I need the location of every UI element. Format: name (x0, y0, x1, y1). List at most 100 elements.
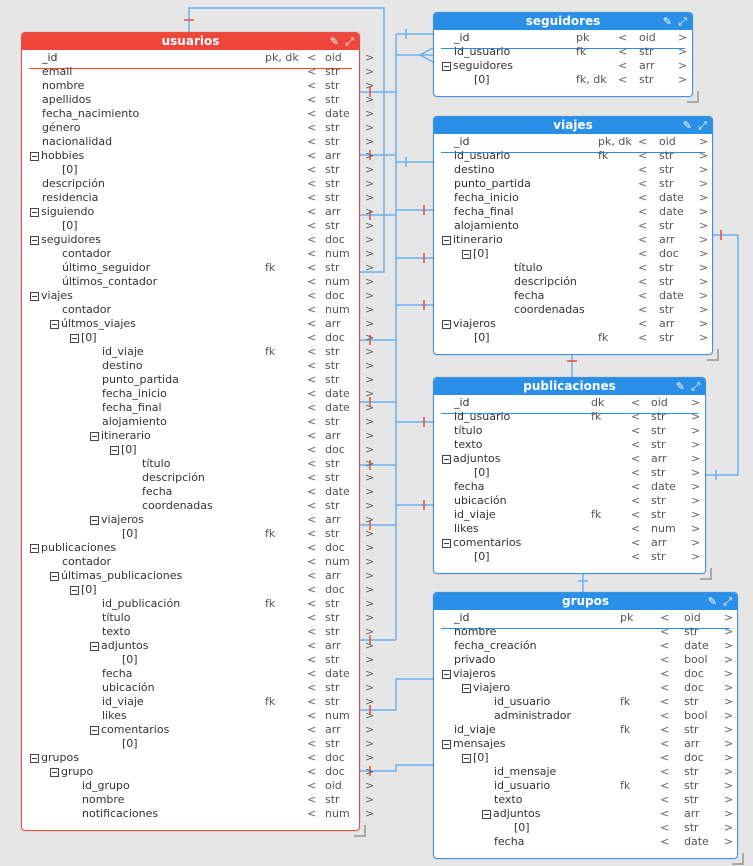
pencil-icon[interactable]: ✎ (675, 380, 685, 393)
expand-icon[interactable]: ⤢ (723, 595, 732, 608)
field-row[interactable]: itinerario<arr> (434, 233, 712, 247)
field-row[interactable]: [0]<doc> (22, 443, 374, 457)
collapse-toggle-icon[interactable] (30, 753, 39, 763)
collapse-toggle-icon[interactable] (442, 669, 451, 679)
field-row[interactable]: destino<str> (434, 163, 712, 177)
field-row[interactable]: texto<str> (434, 438, 705, 452)
field-row[interactable]: grupos<doc> (22, 751, 374, 765)
field-row[interactable]: coordenadas<str> (434, 303, 712, 317)
entity-header[interactable]: usuarios✎⤢ (22, 33, 359, 50)
resize-handle[interactable] (354, 825, 366, 837)
field-row[interactable]: últimos_contador<num> (22, 275, 374, 289)
expand-icon[interactable]: ⤢ (691, 380, 700, 393)
field-row[interactable]: fecha_nacimiento<date> (22, 107, 374, 121)
field-row[interactable]: adjuntos<arr> (434, 807, 737, 821)
field-row[interactable]: [0]fk, dk<str> (434, 73, 692, 87)
field-row[interactable]: texto<str> (22, 625, 374, 639)
field-row[interactable]: fecha_final<date> (22, 401, 374, 415)
entity-header[interactable]: seguidores✎⤢ (434, 13, 692, 30)
field-row[interactable]: últmos_viajes<arr> (22, 317, 374, 331)
pencil-icon[interactable]: ✎ (682, 119, 692, 132)
field-row[interactable]: residencia<str> (22, 191, 374, 205)
field-row[interactable]: fecha_final<date> (434, 205, 712, 219)
field-row[interactable]: título<str> (434, 261, 712, 275)
field-row[interactable]: [0]<doc> (22, 331, 374, 345)
field-row[interactable]: [0]<str> (434, 550, 705, 564)
field-row[interactable]: apellidos<str> (22, 93, 374, 107)
field-row[interactable]: fecha<date> (22, 667, 374, 681)
field-row[interactable]: contador<num> (22, 555, 374, 569)
field-row[interactable]: viajes<doc> (22, 289, 374, 303)
field-row[interactable]: punto_partida<str> (434, 177, 712, 191)
field-row[interactable]: fecha<date> (434, 289, 712, 303)
field-row[interactable]: adjuntos<arr> (434, 452, 705, 466)
field-row[interactable]: id_grupo<oid> (22, 779, 374, 793)
field-row[interactable]: seguidores<arr> (434, 59, 692, 73)
resize-handle[interactable] (700, 568, 712, 580)
collapse-toggle-icon[interactable] (50, 767, 59, 777)
field-row[interactable]: viajero<doc> (434, 681, 737, 695)
field-row[interactable]: descripción<str> (434, 275, 712, 289)
field-row[interactable]: ubicación<str> (22, 681, 374, 695)
pencil-icon[interactable]: ✎ (329, 35, 339, 48)
collapse-toggle-icon[interactable] (90, 431, 99, 441)
resize-handle[interactable] (707, 349, 719, 361)
field-row[interactable]: [0]<doc> (434, 751, 737, 765)
collapse-toggle-icon[interactable] (90, 515, 99, 525)
entity-header[interactable]: grupos✎⤢ (434, 593, 737, 610)
collapse-toggle-icon[interactable] (462, 753, 471, 763)
field-row[interactable]: siguiendo<arr> (22, 205, 374, 219)
field-row[interactable]: fecha<date> (22, 485, 374, 499)
entity-header[interactable]: publicaciones✎⤢ (434, 378, 705, 395)
collapse-toggle-icon[interactable] (50, 319, 59, 329)
field-row[interactable]: contador<num> (22, 303, 374, 317)
field-row[interactable]: nombre<str> (22, 79, 374, 93)
collapse-toggle-icon[interactable] (30, 151, 39, 161)
field-row[interactable]: comentarios<arr> (434, 536, 705, 550)
field-row[interactable]: adjuntos<arr> (22, 639, 374, 653)
pencil-icon[interactable]: ✎ (707, 595, 717, 608)
collapse-toggle-icon[interactable] (30, 207, 39, 217)
field-row[interactable]: alojamiento<str> (434, 219, 712, 233)
field-row[interactable]: [0]<str> (434, 821, 737, 835)
expand-icon[interactable]: ⤢ (345, 35, 354, 48)
collapse-toggle-icon[interactable] (90, 725, 99, 735)
field-row[interactable]: viajeros<arr> (434, 317, 712, 331)
collapse-toggle-icon[interactable] (70, 333, 79, 343)
field-row[interactable]: título<str> (22, 457, 374, 471)
field-row[interactable]: título<str> (434, 424, 705, 438)
field-row[interactable]: fecha_inicio<date> (22, 387, 374, 401)
field-row[interactable]: [0]<doc> (22, 583, 374, 597)
expand-icon[interactable]: ⤢ (678, 15, 687, 28)
collapse-toggle-icon[interactable] (482, 809, 491, 819)
field-row[interactable]: [0]fk<str> (22, 527, 374, 541)
field-row[interactable]: seguidores<doc> (22, 233, 374, 247)
collapse-toggle-icon[interactable] (442, 538, 451, 548)
field-row[interactable]: viajeros<doc> (434, 667, 737, 681)
field-row[interactable]: descripción<str> (22, 471, 374, 485)
field-row[interactable]: título<str> (22, 611, 374, 625)
field-row[interactable]: privado<bool> (434, 653, 737, 667)
collapse-toggle-icon[interactable] (30, 291, 39, 301)
field-row[interactable]: administrador<bool> (434, 709, 737, 723)
collapse-toggle-icon[interactable] (442, 739, 451, 749)
collapse-toggle-icon[interactable] (30, 235, 39, 245)
entity-header[interactable]: viajes✎⤢ (434, 117, 712, 134)
collapse-toggle-icon[interactable] (70, 585, 79, 595)
collapse-toggle-icon[interactable] (442, 235, 451, 245)
field-row[interactable]: [0]<str> (22, 163, 374, 177)
field-row[interactable]: descripción<str> (22, 177, 374, 191)
field-row[interactable]: fecha<date> (434, 835, 737, 849)
field-row[interactable]: destino<str> (22, 359, 374, 373)
